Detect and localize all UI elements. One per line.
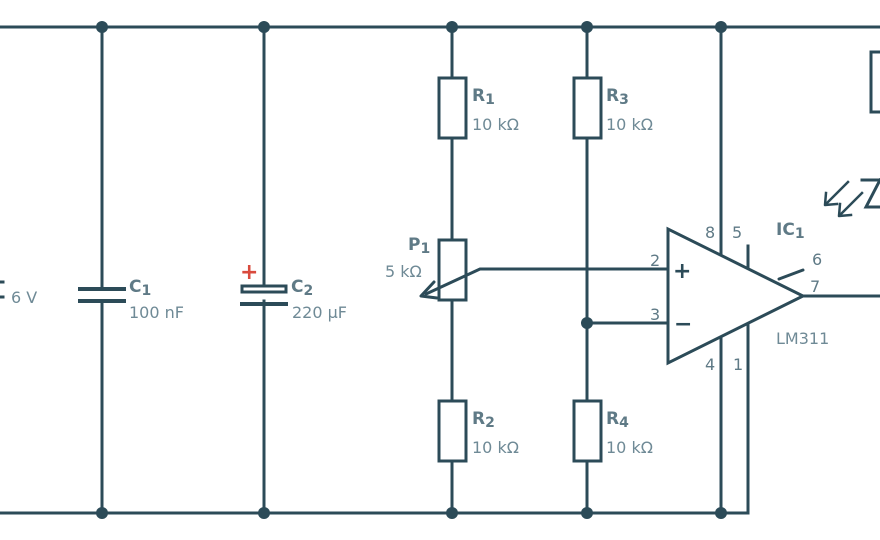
- ic1-pin-1: 1: [733, 355, 743, 374]
- ic1-minus-input: −: [674, 312, 692, 337]
- capacitor-c1: [78, 25, 126, 515]
- ic1-output-wires: [777, 268, 880, 298]
- resistor-r4: [572, 399, 603, 463]
- capacitor-c2: [240, 25, 288, 515]
- p1-designator: P1: [408, 235, 430, 257]
- p1-value: 5 kΩ: [385, 262, 422, 281]
- resistor-r2: [437, 399, 468, 463]
- ic1-pin-2: 2: [650, 251, 660, 270]
- c1-value: 100 nF: [129, 303, 184, 322]
- ic1-pin-4: 4: [705, 355, 715, 374]
- ic1-part-number: LM311: [776, 329, 829, 348]
- ic1-pin-7: 7: [810, 277, 820, 296]
- r1-designator: R1: [472, 86, 495, 108]
- potentiometer-wiper: [419, 267, 670, 300]
- ic1-plus-input: +: [673, 259, 691, 284]
- resistor-r3: [572, 76, 603, 140]
- c1-designator: C1: [129, 277, 151, 299]
- resistor-r1: [437, 76, 468, 140]
- battery-symbol: [0, 280, 5, 299]
- c2-designator: C2: [291, 277, 313, 299]
- c2-value: 220 µF: [292, 303, 347, 322]
- r1-value: 10 kΩ: [472, 115, 519, 134]
- ic1-pin-8: 8: [705, 223, 715, 242]
- potentiometer-p1: [437, 238, 468, 302]
- ic1-designator: IC1: [776, 220, 805, 242]
- r4-designator: R4: [606, 409, 629, 431]
- r2-designator: R2: [472, 409, 495, 431]
- r3-value: 10 kΩ: [606, 115, 653, 134]
- r4-value: 10 kΩ: [606, 438, 653, 457]
- relay-box-partial: [869, 50, 880, 114]
- ic1-pin-6: 6: [812, 250, 822, 269]
- battery-value: 6 V: [11, 288, 37, 307]
- photodiode-icon: [823, 177, 880, 218]
- ic1-pin-3: 3: [650, 305, 660, 324]
- ic1-comparator: [666, 226, 807, 366]
- ic1-pin-5: 5: [732, 223, 742, 242]
- r2-value: 10 kΩ: [472, 438, 519, 457]
- junction-nodes: [96, 21, 727, 519]
- c2-polarity-mark: +: [240, 260, 258, 285]
- r3-designator: R3: [606, 86, 629, 108]
